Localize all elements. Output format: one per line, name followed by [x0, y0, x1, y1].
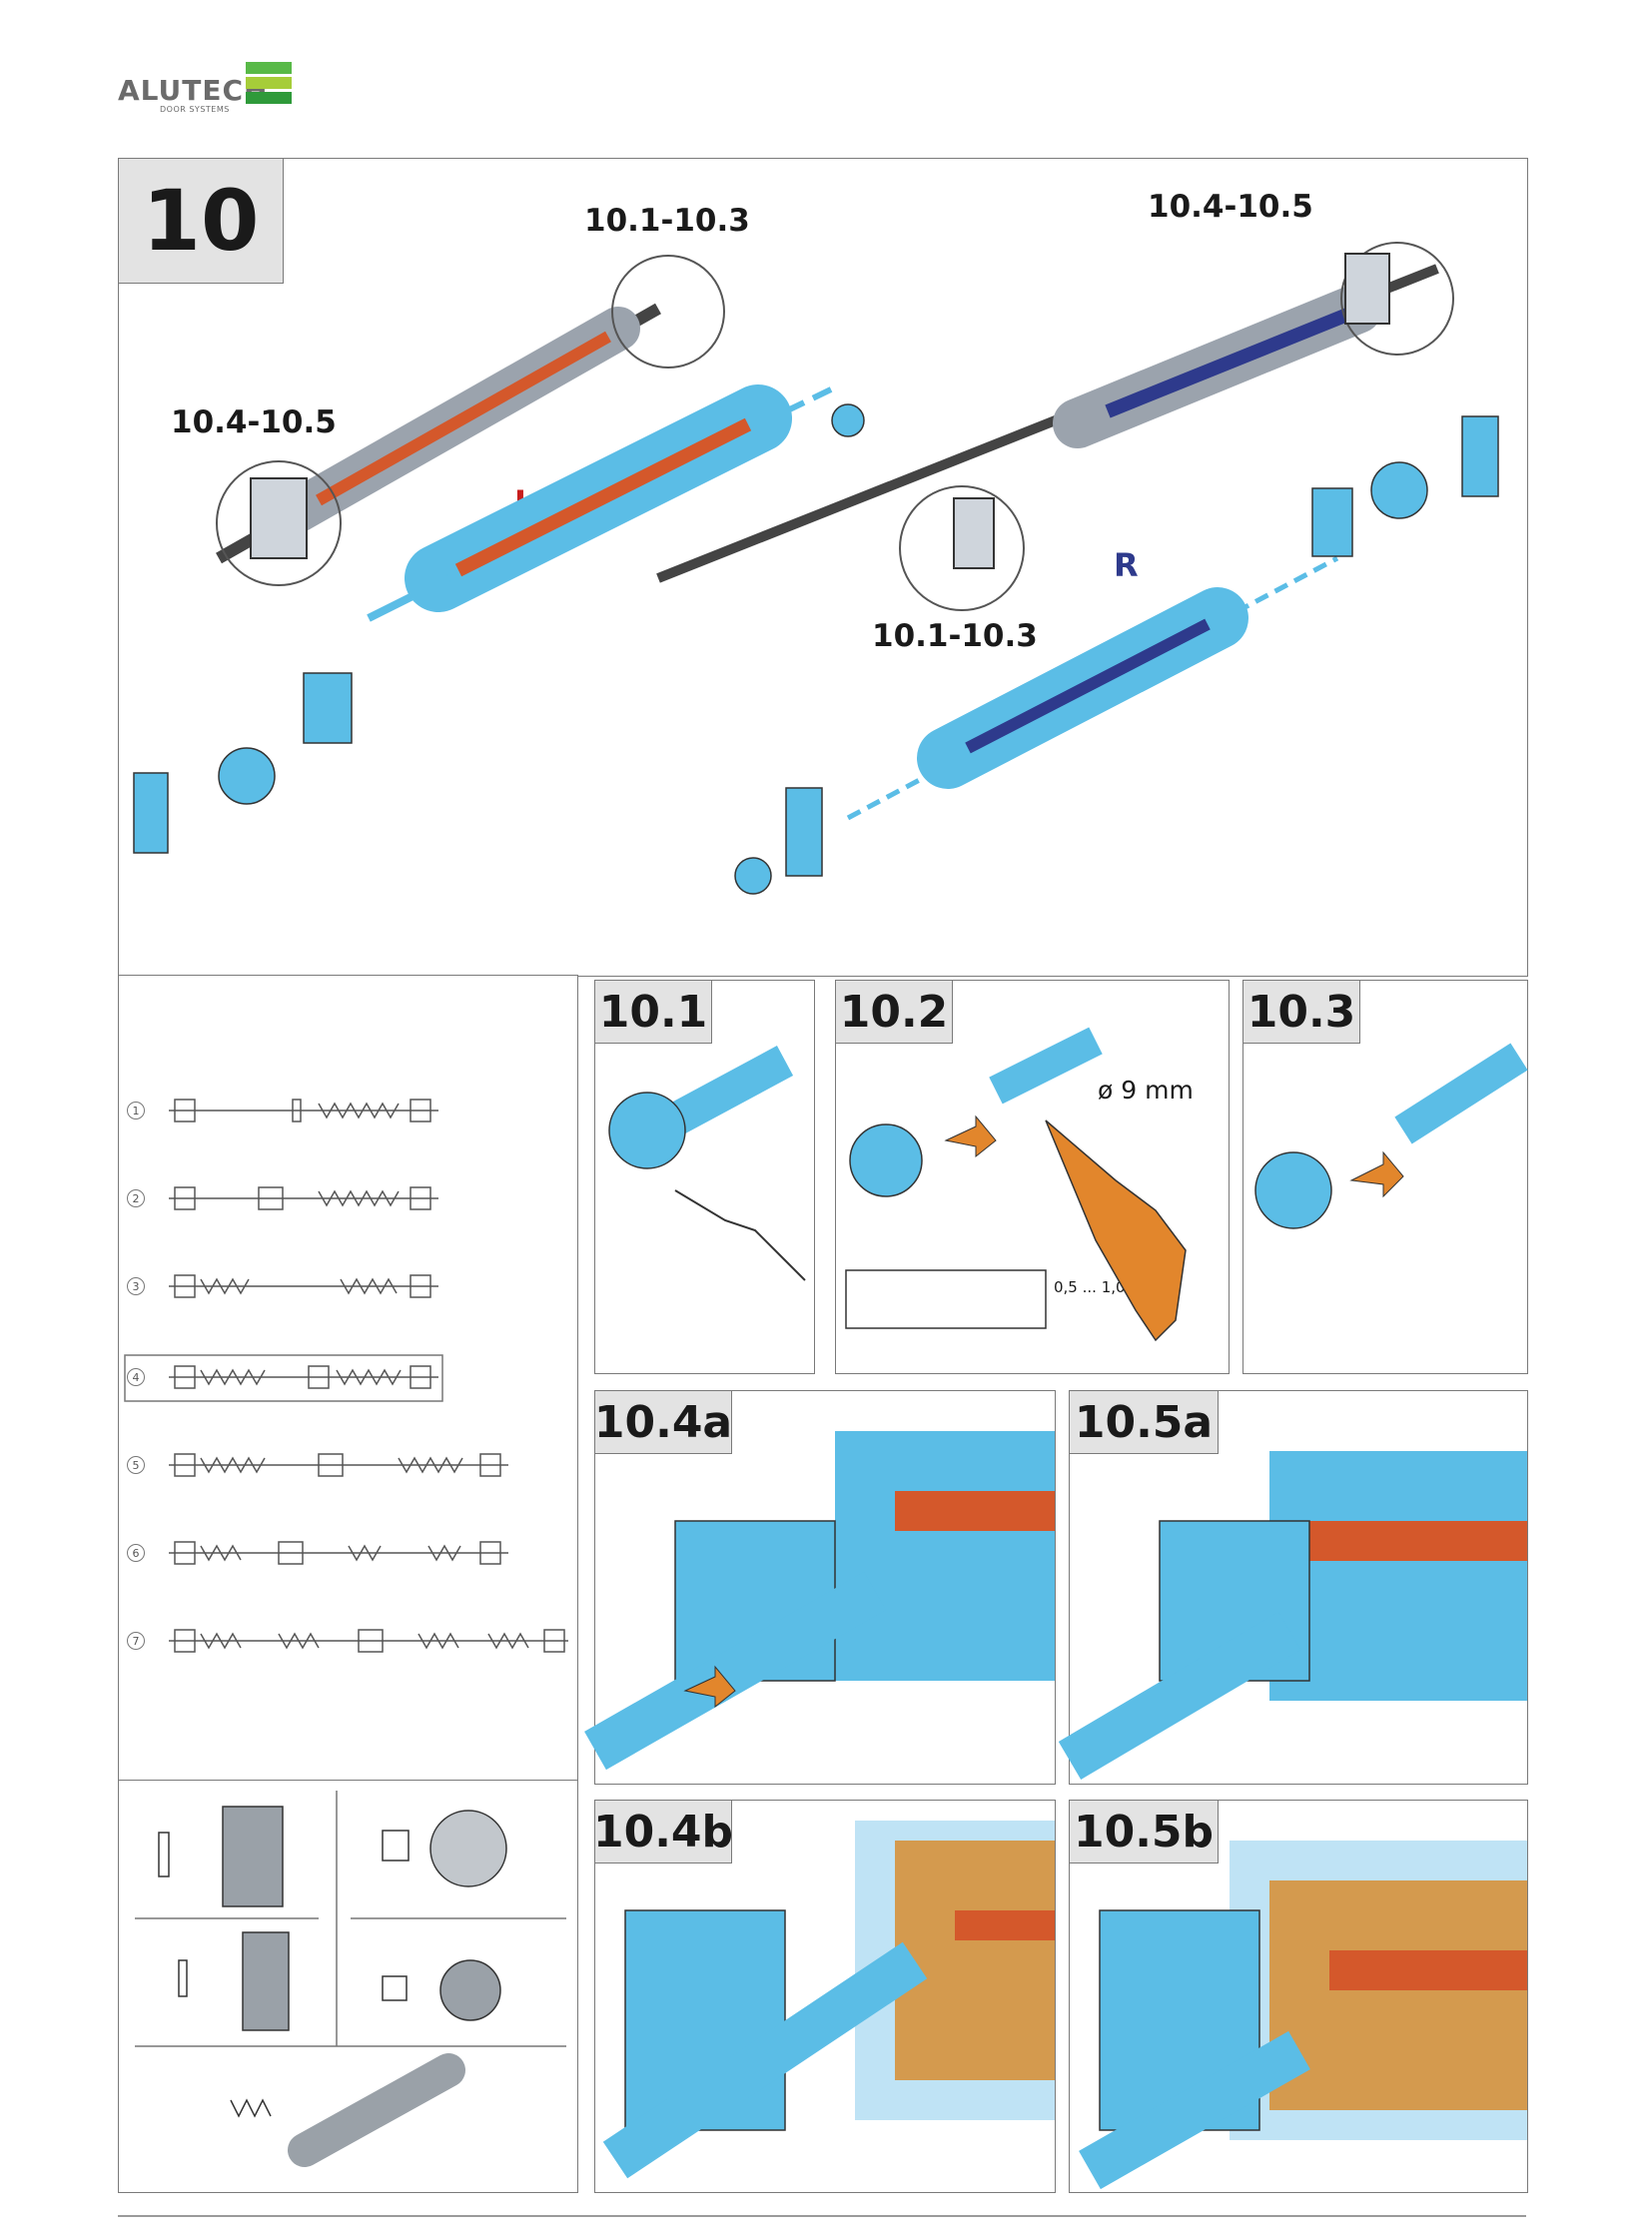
config-num-2: 2 — [127, 1189, 145, 1207]
right-spring-assembled — [656, 242, 1454, 611]
left-spring-assembled — [216, 255, 725, 586]
footer-rule — [118, 2215, 1526, 2217]
brand-subtitle: DOOR SYSTEMS — [160, 105, 230, 114]
step-10-4a-label: 10.4a — [594, 1391, 732, 1454]
step-10-1-label: 10.1 — [595, 981, 712, 1044]
logo-mark — [246, 62, 292, 112]
step-10-4b-panel: 10.4b — [593, 1800, 1056, 2193]
brand-logo: ALUTECH DOOR SYSTEMS — [118, 62, 298, 114]
step-10-5a-illustration — [1058, 1451, 1527, 1780]
step-10-1-panel: 10.1 — [594, 980, 815, 1374]
step-10-2-panel: 10.2 ø 9 mm 0,5 ... 1,0 mm — [835, 980, 1230, 1374]
config-num-3: 3 — [127, 1277, 145, 1295]
step-10-1-illustration — [608, 1046, 806, 1281]
label-left-mid: 10.4-10.5 — [171, 404, 337, 440]
left-spring-exploded — [133, 384, 865, 854]
step-10-5a-panel: 10.5a — [1058, 1390, 1528, 1785]
right-spring-exploded — [734, 415, 1499, 895]
label-right-bottom: 10.1-10.3 — [872, 618, 1038, 654]
step-10-5a-label: 10.5a — [1070, 1391, 1219, 1454]
step-10-4a-illustration — [584, 1431, 1055, 1771]
config-num-5: 5 — [127, 1456, 145, 1474]
label-left-top: 10.1-10.3 — [584, 203, 750, 239]
spring-assembly-illustration — [133, 242, 1499, 895]
right-side-label: R — [1114, 546, 1139, 584]
step-10-4a-panel: 10.4a — [584, 1390, 1056, 1785]
step-10-5b-illustration — [1079, 1841, 1527, 2190]
step-10-4b-label: 10.4b — [593, 1801, 733, 1863]
step-10-3-label: 10.3 — [1243, 981, 1360, 1044]
step-10-3-panel: 10.3 — [1242, 980, 1528, 1374]
parts-panel — [118, 1780, 578, 2193]
config-num-1: 1 — [127, 1102, 145, 1119]
main-overview-panel: 10 10.1-10.3 10.4-10.5 10.4-10.5 10.1-10… — [118, 158, 1528, 977]
step-10-5b-label: 10.5b — [1070, 1801, 1219, 1863]
parts-illustration — [135, 1791, 566, 2167]
step-10-3-illustration — [1254, 1043, 1528, 1229]
config-num-7: 7 — [127, 1632, 145, 1650]
config-num-6: 6 — [127, 1544, 145, 1562]
label-right-top: 10.4-10.5 — [1148, 189, 1313, 225]
brand-name: ALUTECH — [118, 74, 269, 107]
spring-configuration-panel: 1 2 3 4 5 6 7 — [118, 975, 578, 1782]
step-10-5b-panel: 10.5b — [1069, 1800, 1528, 2193]
step-10-2-label: 10.2 — [836, 981, 953, 1044]
drill-diameter-label: ø 9 mm — [1098, 1076, 1194, 1105]
configuration-diagrams — [124, 1099, 568, 1653]
config-num-4: 4 — [127, 1368, 145, 1386]
step-10-4b-illustration — [602, 1821, 1055, 2179]
step-number-box: 10 — [119, 159, 284, 284]
step-10-2-illustration — [845, 1027, 1187, 1342]
